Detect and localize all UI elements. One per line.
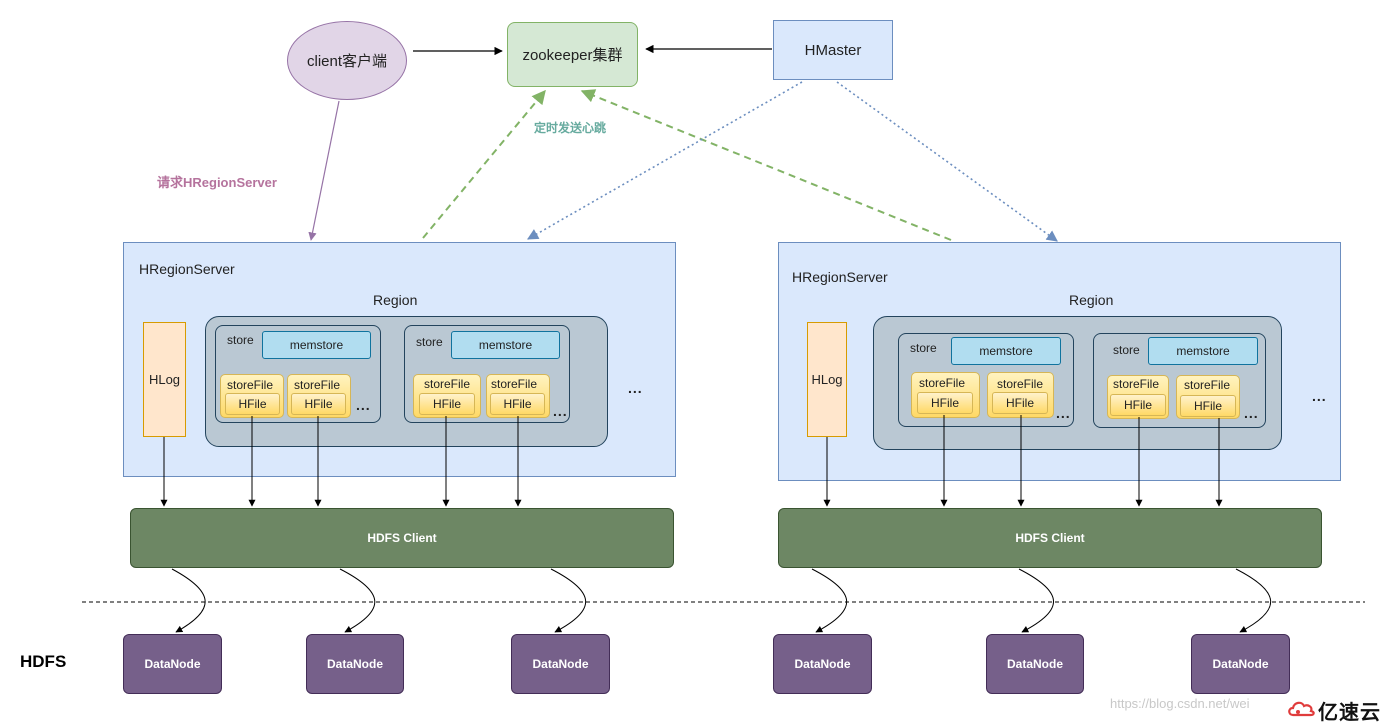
hdfs-client-2-label: HDFS Client [1015,531,1085,545]
memstore-2-1-label: memstore [979,344,1033,358]
hregionserver-1-title: HRegionServer [139,261,235,277]
hfile-2-1-a: HFile [917,392,973,414]
request-label: 请求HRegionServer [157,175,277,190]
hmaster-node: HMaster [773,20,893,80]
zookeeper-node: zookeeper集群 [507,22,638,87]
memstore-1-2: memstore [451,331,560,359]
memstore-1-1: memstore [262,331,371,359]
memstore-1-2-label: memstore [478,338,533,352]
edge-hmaster-rs1 [527,81,803,240]
region-1-more: ... [628,380,643,396]
hfile-1-2-b-label: HFile [503,397,532,411]
datanode-4: DataNode [773,634,872,694]
hdfs-client-1-label: HDFS Client [367,531,437,545]
edge-heartbeat-1 [422,89,546,239]
memstore-2-1: memstore [951,337,1061,365]
datanode-6-label: DataNode [1212,657,1269,671]
datanode-1-label: DataNode [144,657,201,671]
hfile-2-2-a: HFile [1110,394,1166,416]
memstore-2-2-label: memstore [1176,344,1230,358]
edge-hmaster-rs2 [836,81,1058,242]
hfile-1-1-b-label: HFile [304,397,333,411]
hdfs-client-2: HDFS Client [778,508,1322,568]
storefile-2-2-a-label: storeFile [1113,377,1160,391]
hfile-1-1-a-label: HFile [238,397,267,411]
datanode-5-label: DataNode [1006,657,1063,671]
hfile-1-2-a: HFile [419,393,475,415]
datanode-2: DataNode [306,634,404,694]
edge-client-datanode-3 [550,568,587,633]
edge-client-datanode-5 [1018,568,1054,633]
storefile-2-2-b-label: storeFile [1184,378,1231,392]
memstore-2-2: memstore [1148,337,1258,365]
store-2-1-more: ... [1056,405,1071,421]
logo-text: 亿速云 [1318,702,1381,724]
hfile-2-2-b: HFile [1180,395,1236,417]
storefile-2-1-b-label: storeFile [997,377,1044,391]
store-2-1-label: store [910,341,937,355]
heartbeat-label: 定时发送心跳 [534,121,607,135]
storefile-1-1-b-label: storeFile [294,378,341,392]
storefile-2-1-a-label: storeFile [919,376,966,390]
datanode-3: DataNode [511,634,610,694]
zookeeper-label: zookeeper集群 [522,47,623,64]
hfile-2-1-a-label: HFile [930,396,959,410]
hdfs-client-1: HDFS Client [130,508,674,568]
hfile-2-2-b-label: HFile [1193,399,1222,413]
watermark-text: https://blog.csdn.net/wei [1110,696,1250,711]
datanode-1: DataNode [123,634,222,694]
store-1-2-label: store [416,335,443,349]
store-2-2-more: ... [1244,405,1259,421]
hfile-2-2-a-label: HFile [1123,398,1152,412]
datanode-2-label: DataNode [326,657,383,671]
hfile-1-2-b: HFile [490,393,545,415]
edge-client-datanode-6 [1235,568,1272,633]
region-2-more: ... [1312,388,1327,404]
hfile-1-1-a: HFile [225,393,280,415]
edge-client-hregionserver [308,100,340,241]
datanode-6: DataNode [1191,634,1290,694]
hfile-1-1-b: HFile [291,393,346,415]
store-1-1-more: ... [356,397,371,413]
hlog-2-label: HLog [811,372,843,387]
edge-client-datanode-4 [811,568,848,633]
datanode-3-label: DataNode [532,657,589,671]
edge-client-datanode-1 [171,568,206,633]
region-2-title: Region [1069,292,1114,308]
datanode-4-label: DataNode [794,657,851,671]
datanode-5: DataNode [986,634,1084,694]
hdfs-label: HDFS [20,652,67,671]
hlog-1: HLog [143,322,186,437]
client-label: client客户端 [306,53,388,70]
cloud-logo-icon [1287,697,1317,719]
hregionserver-2-title: HRegionServer [792,269,888,285]
region-1-title: Region [373,292,418,308]
hfile-2-1-b: HFile [992,392,1048,414]
edge-client-datanode-2 [339,568,376,633]
hmaster-label: HMaster [804,41,862,59]
store-1-1-label: store [227,333,254,347]
hlog-2: HLog [807,322,847,437]
client-node: client客户端 [287,21,407,100]
edge-heartbeat-2 [580,89,952,241]
store-1-2-more: ... [553,403,568,419]
storefile-1-1-a-label: storeFile [227,378,274,392]
storefile-1-2-a-label: storeFile [424,377,471,391]
hlog-1-label: HLog [148,372,181,387]
hfile-1-2-a-label: HFile [432,397,461,411]
store-2-2-label: store [1113,343,1140,357]
storefile-1-2-b-label: storeFile [491,377,538,391]
memstore-1-1-label: memstore [289,338,344,352]
hfile-2-1-b-label: HFile [1005,396,1034,410]
